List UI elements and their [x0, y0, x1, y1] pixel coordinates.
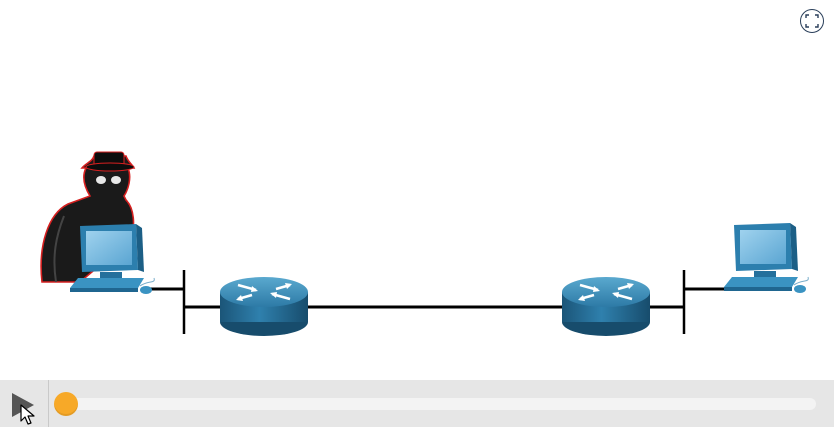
- playback-controls: [0, 380, 834, 427]
- pointer-cursor-icon: [20, 404, 35, 425]
- play-button[interactable]: [0, 380, 48, 427]
- target-pc-icon: [723, 222, 809, 294]
- controls-divider: [48, 380, 49, 427]
- network-animation-stage: [40, 9, 824, 338]
- fullscreen-icon: [805, 14, 819, 28]
- network-topology-diagram: [40, 151, 809, 338]
- play-icon: [12, 393, 34, 417]
- attacker-pc-icon: [69, 223, 155, 295]
- fullscreen-button[interactable]: [800, 9, 824, 33]
- progress-slider-knob[interactable]: [54, 392, 78, 416]
- progress-track[interactable]: [54, 392, 816, 416]
- left-router-icon: [218, 275, 310, 338]
- network-links: [146, 270, 728, 334]
- right-router-icon: [560, 275, 652, 338]
